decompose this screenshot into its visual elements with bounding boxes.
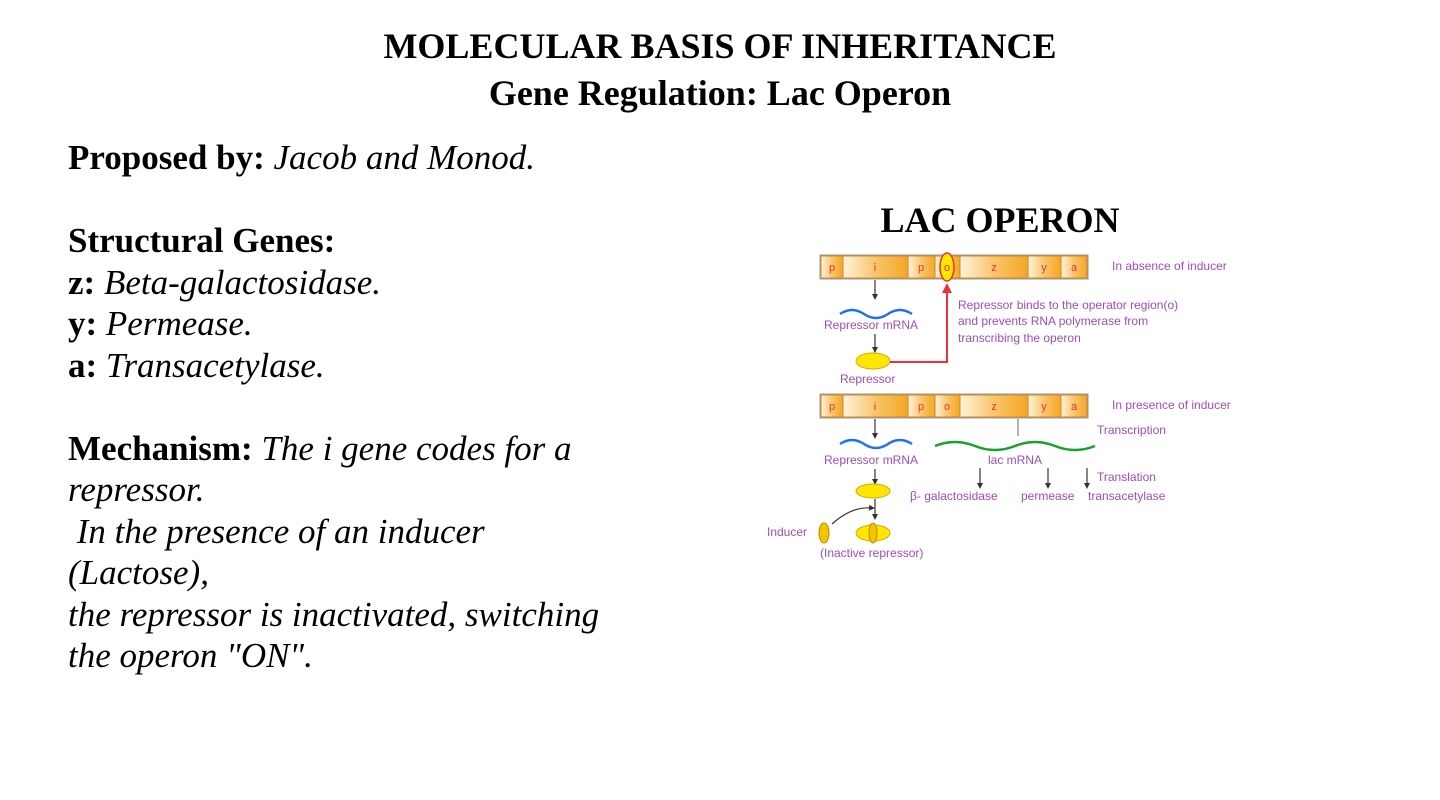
inducer-label: Inducer <box>767 525 807 539</box>
gene-letter: p <box>918 401 924 413</box>
gene-line-y: y: Permease. <box>68 303 668 345</box>
gene-bar-presence: p i p o z y a <box>819 393 1089 419</box>
gene-key: z: <box>68 262 96 302</box>
translation-label: Translation <box>1097 470 1156 484</box>
repressor-mrna-strand <box>839 438 913 450</box>
mechanism-label: Mechanism: <box>68 428 253 468</box>
gene-letter: p <box>829 262 835 274</box>
binds-line-3: transcribing the operon <box>958 331 1081 345</box>
gene-letter: o <box>944 401 950 413</box>
repressor-mrna-label: Repressor mRNA <box>824 318 918 332</box>
content-body: Proposed by: Jacob and Monod. Structural… <box>68 137 668 677</box>
gene-letter: o <box>944 262 950 274</box>
page-title: MOLECULAR BASIS OF INHERITANCE <box>383 26 1057 66</box>
lac-mrna-strand <box>934 440 1096 452</box>
mechanism-text: The i gene codes for a <box>261 428 572 468</box>
mechanism-line-3: In the presence of an inducer <box>68 511 485 551</box>
structural-heading: Structural Genes: <box>68 221 336 260</box>
gene-letter: a <box>1071 401 1078 413</box>
proposed-line: Proposed by: Jacob and Monod. <box>68 137 668 179</box>
repressor-protein <box>855 483 891 499</box>
mechanism-line-6: the operon "ON". <box>68 636 313 675</box>
gene-letter: z <box>991 401 997 413</box>
diagram-title: LAC OPERON <box>880 200 1120 240</box>
inactive-repressor-label: (Inactive repressor) <box>820 546 923 560</box>
gene-letter: p <box>918 262 924 274</box>
repressor-mrna-label: Repressor mRNA <box>824 453 918 467</box>
gene-letter: y <box>1041 262 1047 274</box>
proposed-value: Jacob and Monod. <box>273 138 535 177</box>
repressor-label: Repressor <box>840 372 895 386</box>
lac-operon-diagram: p i p o z y a In absence of inducer Repr… <box>767 252 1231 560</box>
gene-value: Transacetylase. <box>105 345 325 385</box>
gene-value: Beta-galactosidase. <box>103 262 381 302</box>
presence-label: In presence of inducer <box>1112 398 1231 412</box>
repressor-binding-arrow <box>890 283 952 363</box>
gene-bar-absence: p i p o z y a <box>819 252 1089 282</box>
gene-line-a: a: Transacetylase. <box>68 345 668 387</box>
enzyme-label: β- galactosidase <box>910 489 998 503</box>
gene-letter: z <box>991 262 997 274</box>
lac-mrna-label: lac mRNA <box>988 453 1042 467</box>
page-subtitle: Gene Regulation: Lac Operon <box>488 73 952 113</box>
gene-key: a: <box>68 345 98 385</box>
mechanism-line-4: (Lactose), <box>68 553 209 592</box>
gene-letter: a <box>1071 262 1078 274</box>
repressor-protein <box>855 352 891 370</box>
transcription-label: Transcription <box>1097 423 1166 437</box>
inducer-molecule <box>818 522 830 544</box>
proposed-label: Proposed by: <box>68 138 265 177</box>
mechanism-line-2: repressor. <box>68 470 205 509</box>
gene-letter: y <box>1041 401 1047 413</box>
gene-line-z: z: Beta-galactosidase. <box>68 262 668 304</box>
binds-line-2: and prevents RNA polymerase from <box>958 314 1148 328</box>
mechanism-line-1: Mechanism: The i gene codes for a <box>68 428 668 470</box>
mechanism-line-5: the repressor is inactivated, switching <box>68 594 600 634</box>
binds-line-1: Repressor binds to the operator region(o… <box>958 298 1178 312</box>
gene-letter: i <box>874 401 876 413</box>
enzyme-label: transacetylase <box>1088 489 1166 503</box>
gene-letter: i <box>874 262 876 274</box>
gene-key: y: <box>68 304 98 343</box>
repressor-mrna-strand <box>839 308 913 320</box>
gene-value: Permease. <box>105 304 253 343</box>
absence-label: In absence of inducer <box>1112 259 1227 273</box>
gene-letter: p <box>829 401 835 413</box>
enzyme-label: permease <box>1021 489 1075 503</box>
